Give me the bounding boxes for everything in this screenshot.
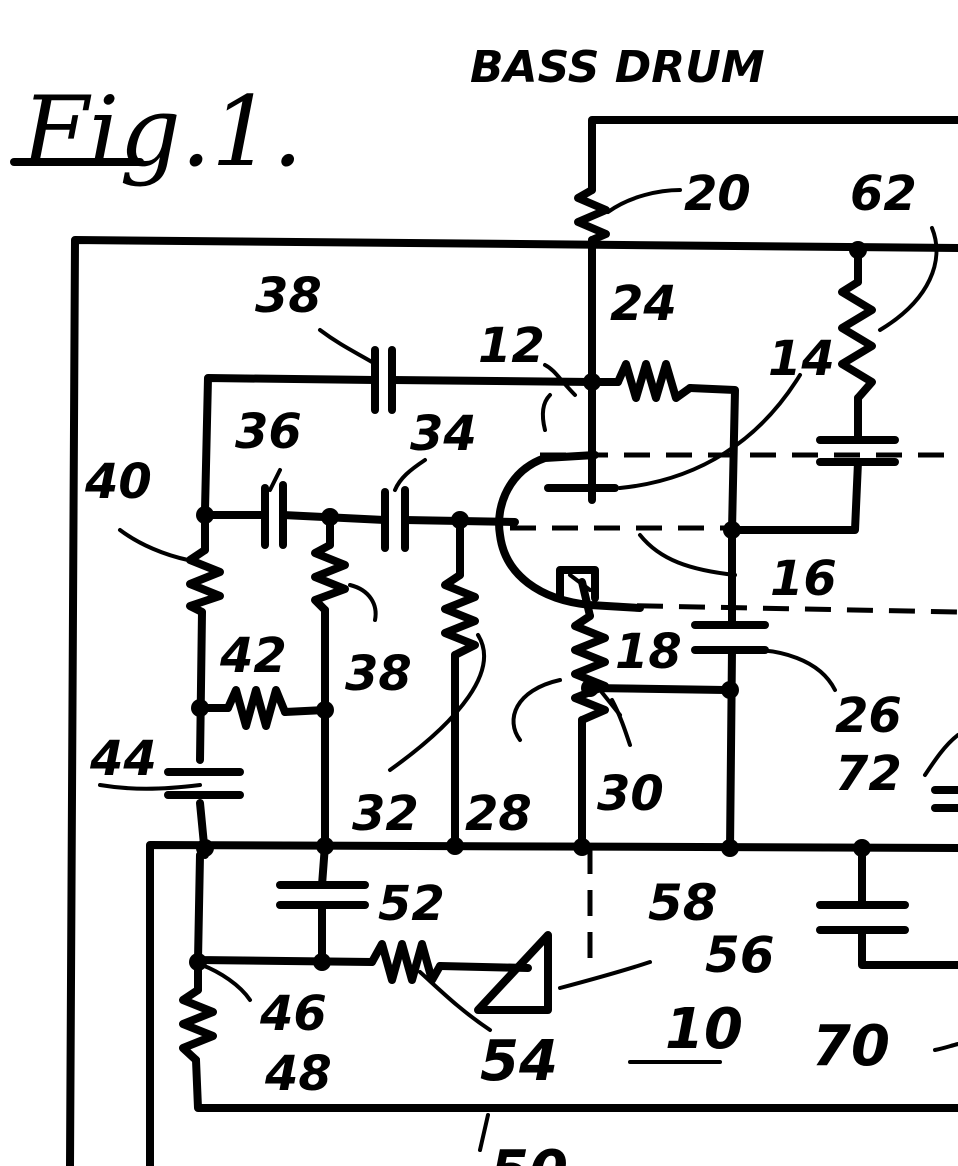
resistor-48 xyxy=(179,986,217,1064)
label-44: 44 xyxy=(89,731,157,787)
figure-title: Fig.1. xyxy=(20,76,303,188)
resistor-54 xyxy=(368,940,444,984)
label-18: 18 xyxy=(615,624,682,680)
capacitors xyxy=(164,346,958,934)
label-16: 16 xyxy=(770,551,837,607)
label-36: 36 xyxy=(235,404,302,460)
resistor-32 xyxy=(441,571,479,659)
resistor-20 xyxy=(574,186,610,244)
label-24: 24 xyxy=(610,276,677,332)
label-28: 28 xyxy=(465,786,532,842)
circuit-wiring xyxy=(66,116,958,1166)
label-62: 62 xyxy=(850,166,917,222)
vacuum-tube xyxy=(495,451,740,612)
label-72: 72 xyxy=(835,746,902,802)
label-52: 52 xyxy=(378,876,445,932)
resistor-62 xyxy=(838,278,876,402)
resistor-38 xyxy=(311,541,349,614)
label-30: 30 xyxy=(597,766,664,822)
tube-cathode xyxy=(556,566,599,602)
label-40: 40 xyxy=(84,454,152,510)
label-26: 26 xyxy=(835,688,902,744)
label-38-resistor: 38 xyxy=(345,646,412,702)
label-70: 70 xyxy=(812,1014,890,1079)
label-58: 58 xyxy=(648,874,718,932)
label-50: 50 xyxy=(490,1139,568,1166)
mechanical-links xyxy=(540,452,958,968)
leader-lines xyxy=(98,188,958,1152)
trigger-triangle-56 xyxy=(474,931,552,1014)
label-42: 42 xyxy=(219,628,287,684)
resistor-42 xyxy=(224,686,289,730)
label-32: 32 xyxy=(352,786,419,842)
label-34: 34 xyxy=(410,406,477,462)
circuit-heading: BASS DRUM xyxy=(470,42,765,93)
label-54: 54 xyxy=(480,1029,558,1094)
resistors xyxy=(179,186,876,1064)
resistor-40 xyxy=(186,546,224,616)
label-46: 46 xyxy=(259,986,327,1042)
resistor-24 xyxy=(614,360,694,402)
label-56: 56 xyxy=(705,926,775,984)
label-10: 10 xyxy=(665,997,743,1062)
resistor-18-pot xyxy=(571,612,609,724)
label-48: 48 xyxy=(264,1046,332,1102)
label-38-capacitor: 38 xyxy=(255,268,322,324)
label-14: 14 xyxy=(768,331,835,387)
label-12: 12 xyxy=(478,318,545,374)
tube-envelope xyxy=(495,451,644,612)
reference-labels: 20 62 24 38 12 14 36 34 40 16 42 38 18 2… xyxy=(84,166,917,1166)
label-20: 20 xyxy=(684,166,751,222)
